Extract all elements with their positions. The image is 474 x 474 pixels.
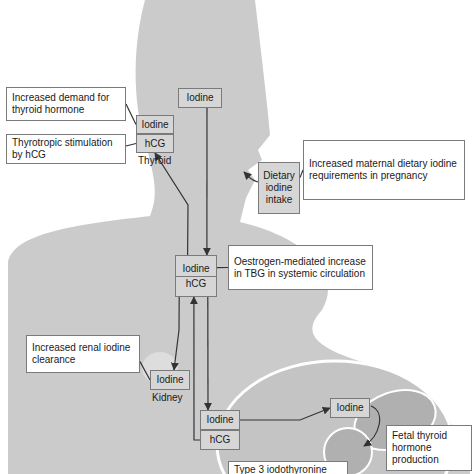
flow-arrow (206, 108, 207, 255)
flow-arrow (240, 408, 330, 420)
node-text: Iodine (179, 91, 221, 105)
callout-box: Oestrogen-mediated increase in TBG in sy… (228, 245, 373, 290)
iodine-box: Iodine (136, 115, 174, 134)
node-text: Oestrogen-mediated increase in TBG in sy… (234, 256, 367, 280)
node-text: Increased renal iodine clearance (32, 342, 134, 366)
node-text: hCG (176, 276, 216, 291)
flow-arrow (207, 297, 208, 410)
callout-box: Increased maternal dietary iodine requir… (303, 140, 465, 200)
iodine-box: Iodine (150, 370, 190, 390)
callout-box: Increased demand for thyroid hormone (6, 87, 126, 121)
callout-box: Increased renal iodine clearance (26, 335, 140, 373)
callout-box: Type 3 iodothyronine (228, 461, 348, 474)
node-text: Iodine (176, 262, 216, 276)
node-text: Iodine (137, 118, 173, 132)
leader-line (140, 362, 150, 380)
organ-label: Kidney (152, 392, 183, 403)
node-text: Iodine (151, 373, 189, 387)
hcg-box: hCG (136, 134, 174, 153)
node-text: hCG (201, 433, 239, 447)
intake-box: Dietary iodine intake (258, 162, 300, 214)
node-text: Increased demand for thyroid hormone (12, 92, 120, 116)
node-text: Thyrotropic stimulation by hCG (12, 137, 120, 161)
circulation-box: IodinehCG (175, 255, 217, 297)
node-text: Iodine (201, 413, 239, 427)
node-text: Type 3 iodothyronine (234, 464, 342, 474)
iodine-box: Iodine (200, 410, 240, 430)
flow-arrow (174, 297, 179, 370)
leader-line (126, 104, 136, 125)
callout-box: Thyrotropic stimulation by hCG (6, 134, 126, 164)
node-text: Dietary iodine intake (259, 169, 299, 207)
leader-line (217, 267, 228, 268)
flow-arrow (155, 153, 188, 255)
organ-label: Thyroid (138, 155, 171, 166)
node-text: Fetal thyroid hormone production (392, 430, 466, 466)
node-text: hCG (137, 137, 173, 151)
iodine-box: Iodine (178, 88, 222, 108)
intake-arrow (244, 172, 258, 182)
node-text: Iodine (331, 401, 369, 415)
node-text: Increased maternal dietary iodine requir… (309, 158, 459, 182)
callout-box: Fetal thyroid hormone production (386, 425, 472, 471)
hcg-box: hCG (200, 430, 240, 450)
leader-line (126, 144, 136, 147)
iodine-box: Iodine (330, 398, 370, 418)
